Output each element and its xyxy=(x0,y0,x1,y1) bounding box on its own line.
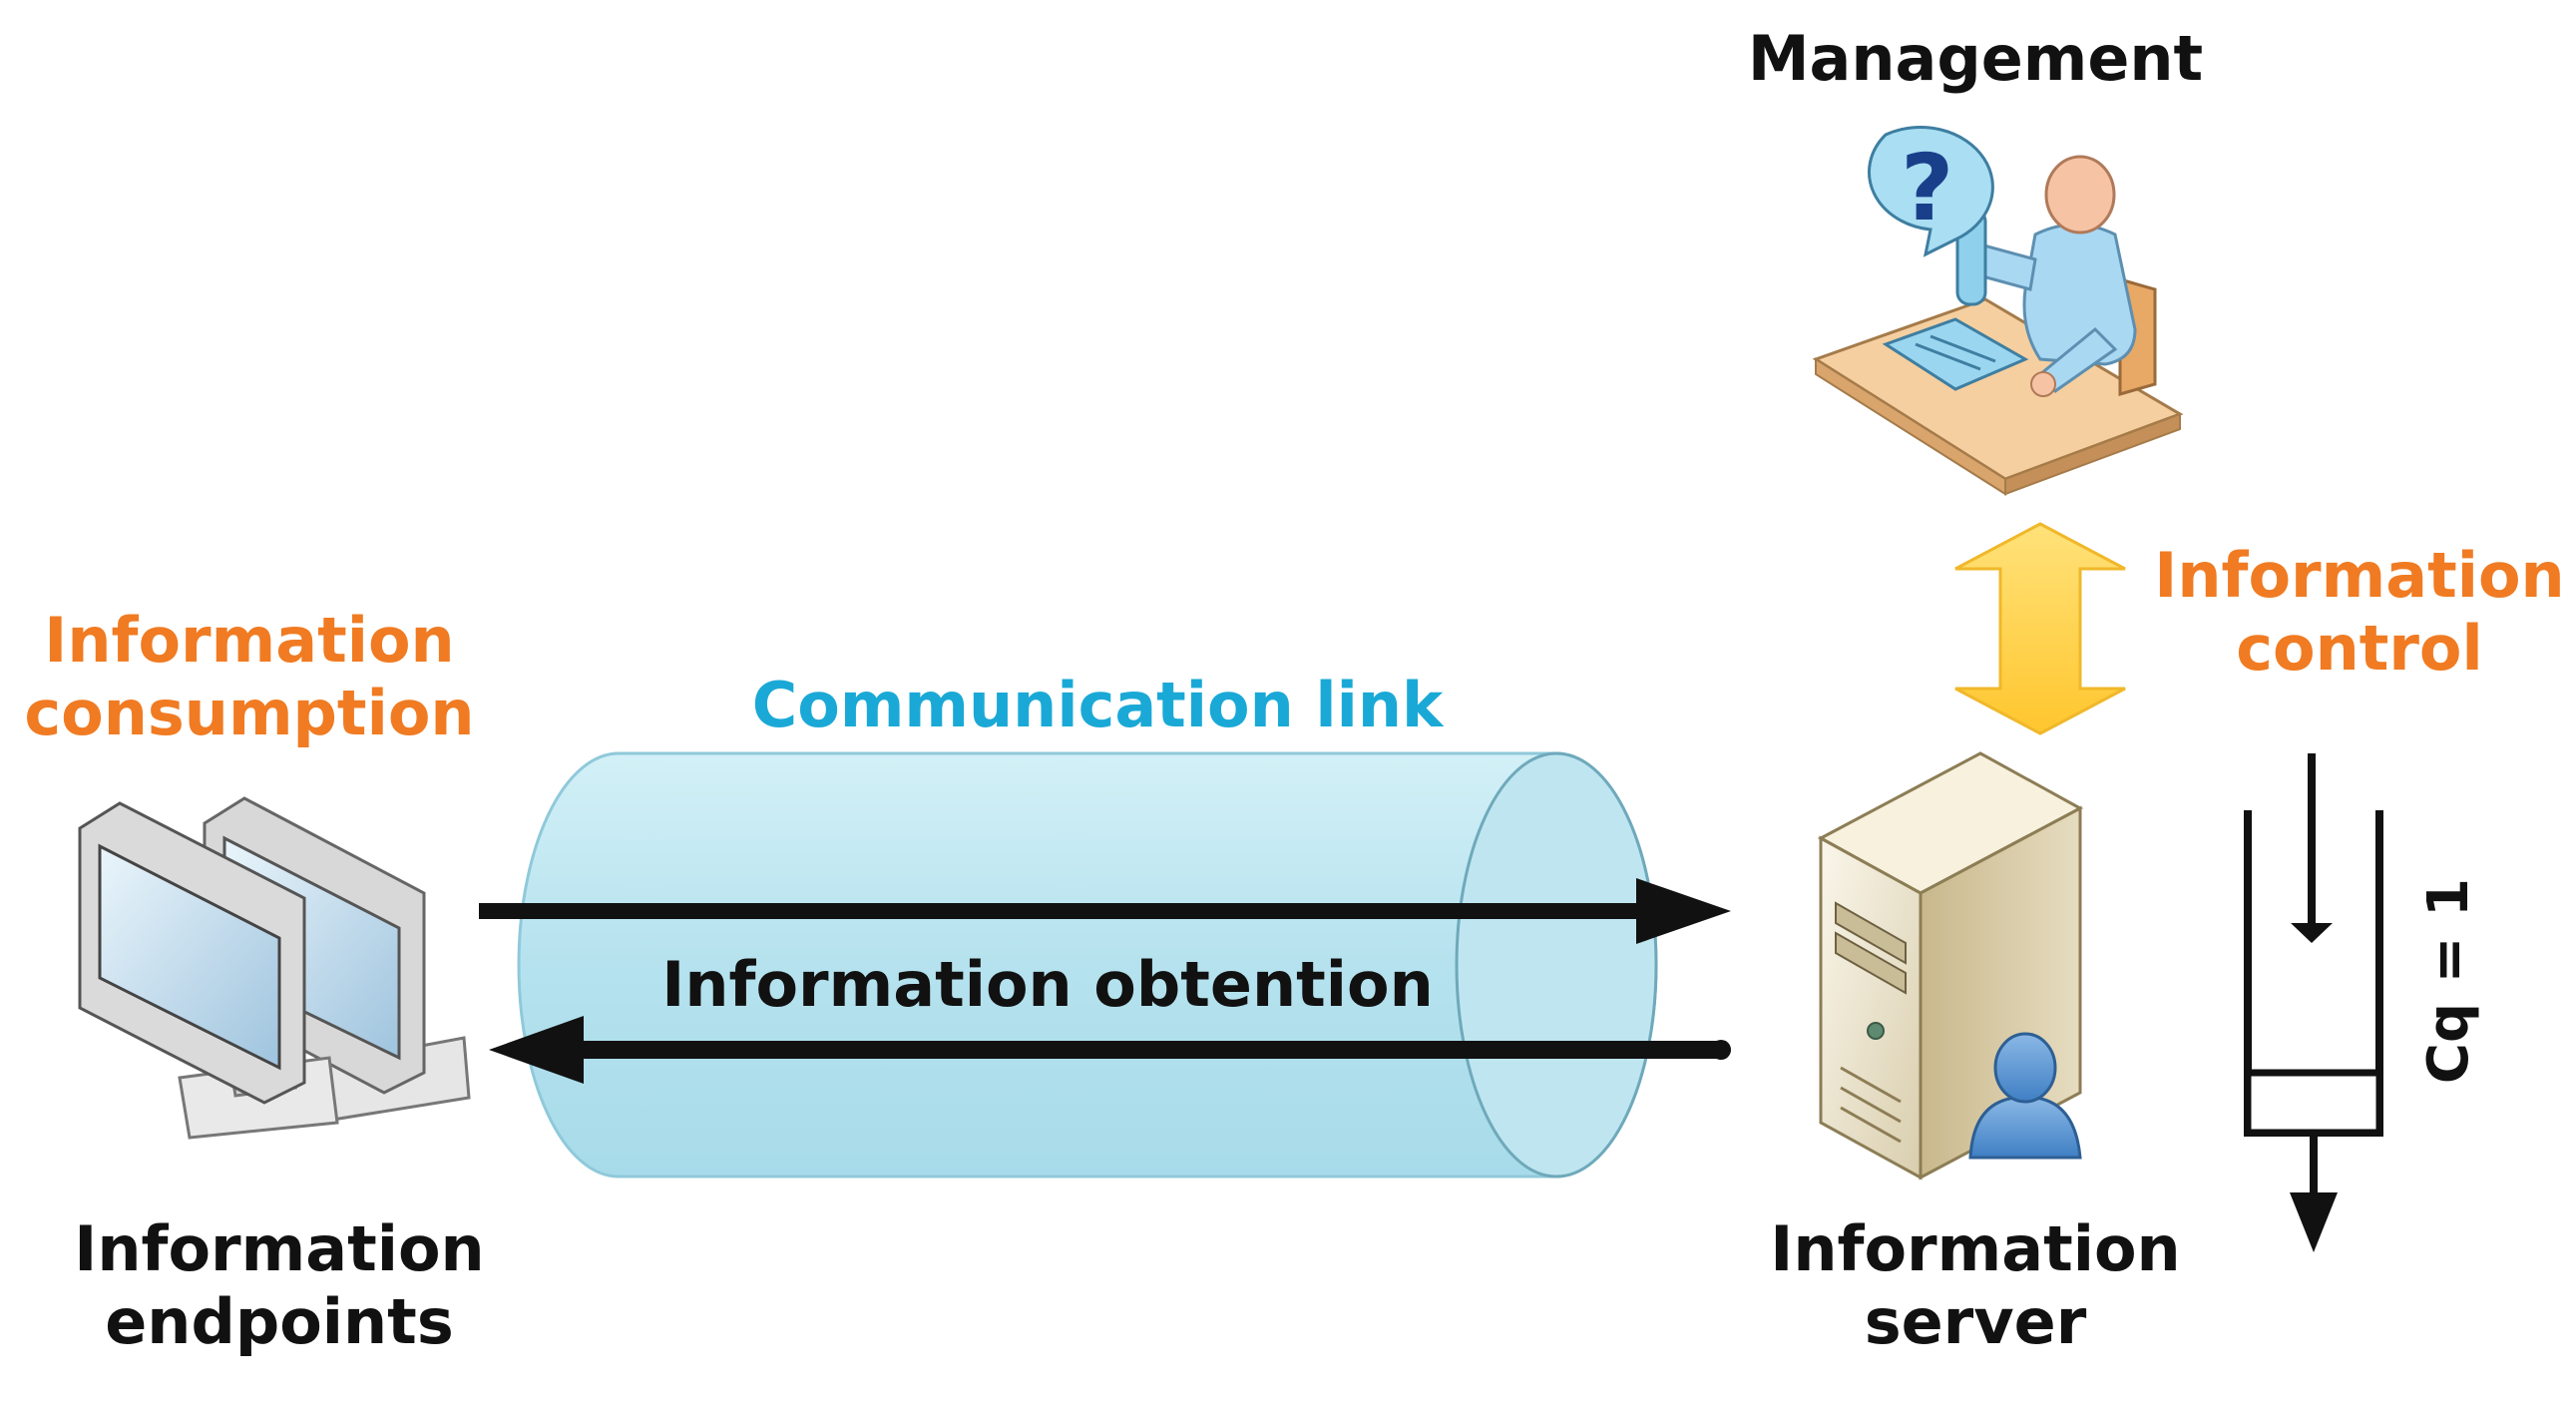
label-information-control-line2: control xyxy=(2236,612,2483,686)
arrow-to-endpoints xyxy=(489,1016,1731,1084)
server-user-icon xyxy=(1968,1032,2082,1160)
endpoints-monitors-icon xyxy=(78,796,471,1140)
label-information-consumption: Information consumption xyxy=(10,604,489,749)
control-double-arrow-icon xyxy=(1954,522,2126,735)
label-information-endpoints-line1: Information xyxy=(74,1212,485,1285)
label-information-control-line1: Information xyxy=(2154,539,2565,612)
server-tower-icon xyxy=(1817,751,2084,1180)
question-speech-bubble-icon: ? xyxy=(1867,126,1994,257)
arrow-to-server xyxy=(479,878,1731,944)
svg-text:?: ? xyxy=(1901,135,1953,241)
communication-link-cylinder-icon xyxy=(517,751,1658,1179)
label-information-obtention: Information obtention xyxy=(661,948,1434,1021)
label-information-server-line1: Information xyxy=(1770,1212,2181,1285)
label-information-endpoints: Information endpoints xyxy=(40,1212,519,1358)
label-information-endpoints-line2: endpoints xyxy=(105,1285,454,1359)
label-information-server: Information server xyxy=(1736,1212,2215,1358)
label-information-consumption-line1: Information xyxy=(44,604,455,677)
label-information-control: Information control xyxy=(2145,539,2574,685)
label-management: Management xyxy=(1747,22,2204,95)
label-information-server-line2: server xyxy=(1864,1285,2087,1359)
label-queue-capacity: Cq = 1 xyxy=(2415,878,2481,1085)
label-communication-link: Communication link xyxy=(751,669,1444,741)
management-person-desk-icon xyxy=(1812,155,2184,496)
single-slot-queue-icon xyxy=(2244,753,2383,1252)
label-information-consumption-line2: consumption xyxy=(24,677,475,750)
